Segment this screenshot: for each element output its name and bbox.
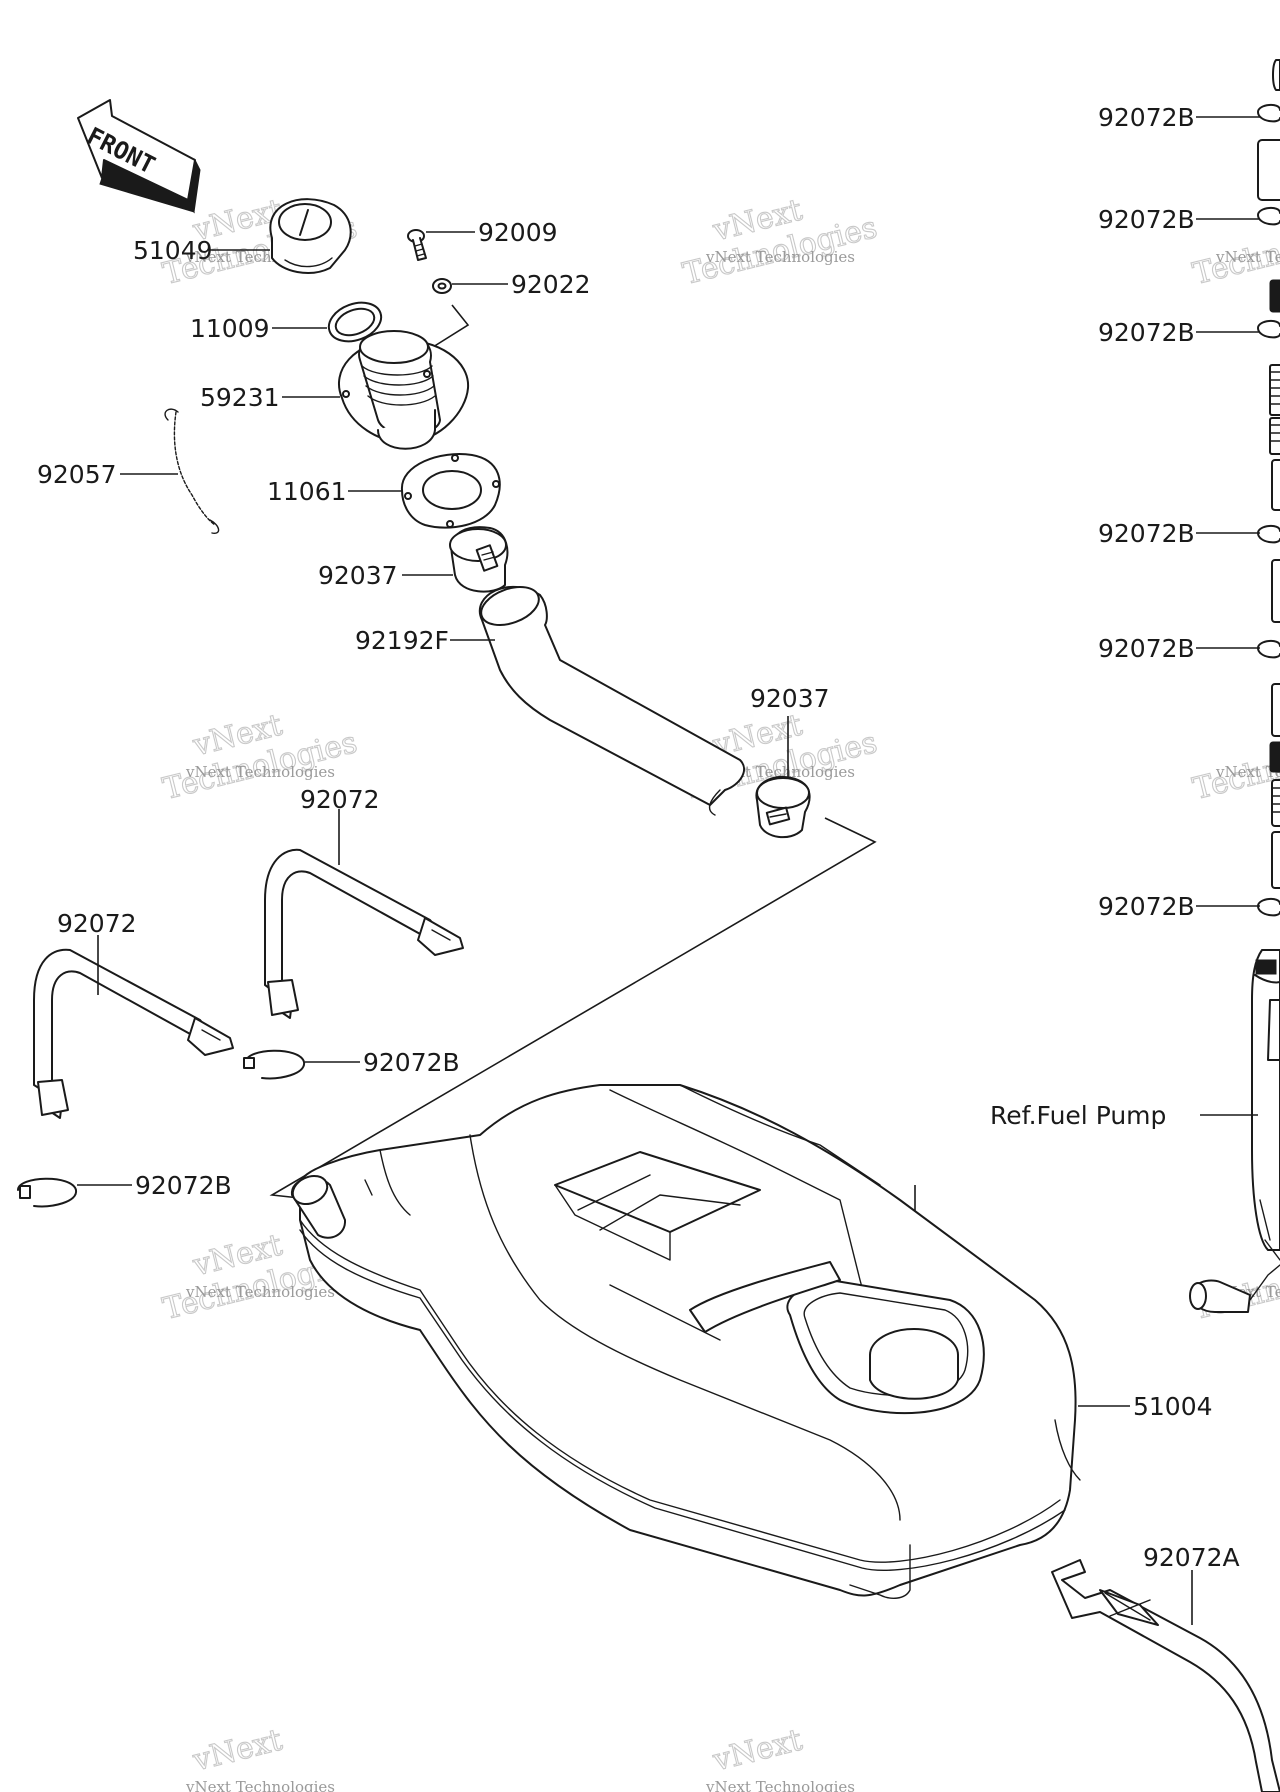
hose-clamp-upper-part bbox=[449, 526, 509, 593]
label-51004: 51004 bbox=[1133, 1392, 1213, 1421]
svg-text:vNext: vNext bbox=[189, 1723, 286, 1779]
washer-part bbox=[432, 278, 452, 294]
svg-text:vNext Technologies: vNext Technologies bbox=[185, 763, 335, 781]
label-11009: 11009 bbox=[190, 314, 270, 343]
hold-down-strap-part bbox=[1051, 1559, 1280, 1792]
svg-text:vNext Technologies: vNext Technologies bbox=[1215, 763, 1280, 781]
svg-text:vNext Technologies: vNext Technologies bbox=[185, 1778, 335, 1792]
filler-neck-part bbox=[337, 330, 470, 450]
label-92057: 92057 bbox=[37, 460, 117, 489]
label-92072B-r5: 92072B bbox=[1098, 634, 1195, 663]
label-92072B-r3: 92072B bbox=[1098, 318, 1195, 347]
fuel-hose-part bbox=[478, 585, 745, 816]
label-51049: 51049 bbox=[133, 236, 213, 265]
label-92072B-strap1: 92072B bbox=[363, 1048, 460, 1077]
tether-chain-part bbox=[164, 408, 220, 534]
label-92037-upper: 92037 bbox=[318, 561, 398, 590]
leader-92022-to-flange bbox=[424, 304, 470, 353]
watermark-10: Technologies vNext Technologies bbox=[1189, 724, 1280, 807]
fuel-tank-part bbox=[290, 1084, 1081, 1599]
mounting-strap-lower-part bbox=[33, 948, 234, 1119]
hose-clamp-lower-part bbox=[755, 775, 811, 839]
label-92072B-strap2: 92072B bbox=[135, 1171, 232, 1200]
fuel-pump-body bbox=[1189, 949, 1280, 1313]
watermark-7: vNext vNext Technologies bbox=[185, 1722, 335, 1792]
label-92072B-r2: 92072B bbox=[1098, 205, 1195, 234]
label-92037-lower: 92037 bbox=[750, 684, 830, 713]
fuel-pump-hose-column bbox=[1257, 59, 1280, 917]
label-92072B-r4: 92072B bbox=[1098, 519, 1195, 548]
cable-tie-strap1-part bbox=[243, 1049, 305, 1080]
label-59231: 59231 bbox=[200, 383, 280, 412]
label-92192F: 92192F bbox=[355, 626, 449, 655]
svg-text:vNext: vNext bbox=[709, 1723, 806, 1779]
watermark-2: vNext Technologies vNext Technologies bbox=[679, 192, 881, 292]
fuel-cap-part bbox=[269, 198, 352, 274]
mounting-strap-upper-part bbox=[264, 848, 464, 1019]
screw-part bbox=[407, 229, 427, 261]
label-92022: 92022 bbox=[511, 270, 591, 299]
svg-text:vNext Technologies: vNext Technologies bbox=[1215, 248, 1280, 266]
label-92072-upper: 92072 bbox=[300, 785, 380, 814]
label-92072A: 92072A bbox=[1143, 1543, 1240, 1572]
o-ring-part bbox=[327, 301, 383, 343]
svg-text:vNext Technologies: vNext Technologies bbox=[185, 1283, 335, 1301]
svg-text:vNext Technologies: vNext Technologies bbox=[705, 1778, 855, 1792]
watermark-8: vNext vNext Technologies bbox=[705, 1722, 855, 1792]
label-92072B-r6: 92072B bbox=[1098, 892, 1195, 921]
label-92072-lower: 92072 bbox=[57, 909, 137, 938]
svg-text:vNext Technologies: vNext Technologies bbox=[705, 248, 855, 266]
label-92072B-r1: 92072B bbox=[1098, 103, 1195, 132]
label-ref-fuel-pump: Ref.Fuel Pump bbox=[990, 1101, 1166, 1130]
cable-tie-strap2-part bbox=[17, 1177, 77, 1208]
label-11061: 11061 bbox=[267, 477, 347, 506]
front-arrow-icon: FRONT bbox=[77, 99, 201, 214]
label-92009: 92009 bbox=[478, 218, 558, 247]
gasket-part bbox=[400, 453, 501, 529]
